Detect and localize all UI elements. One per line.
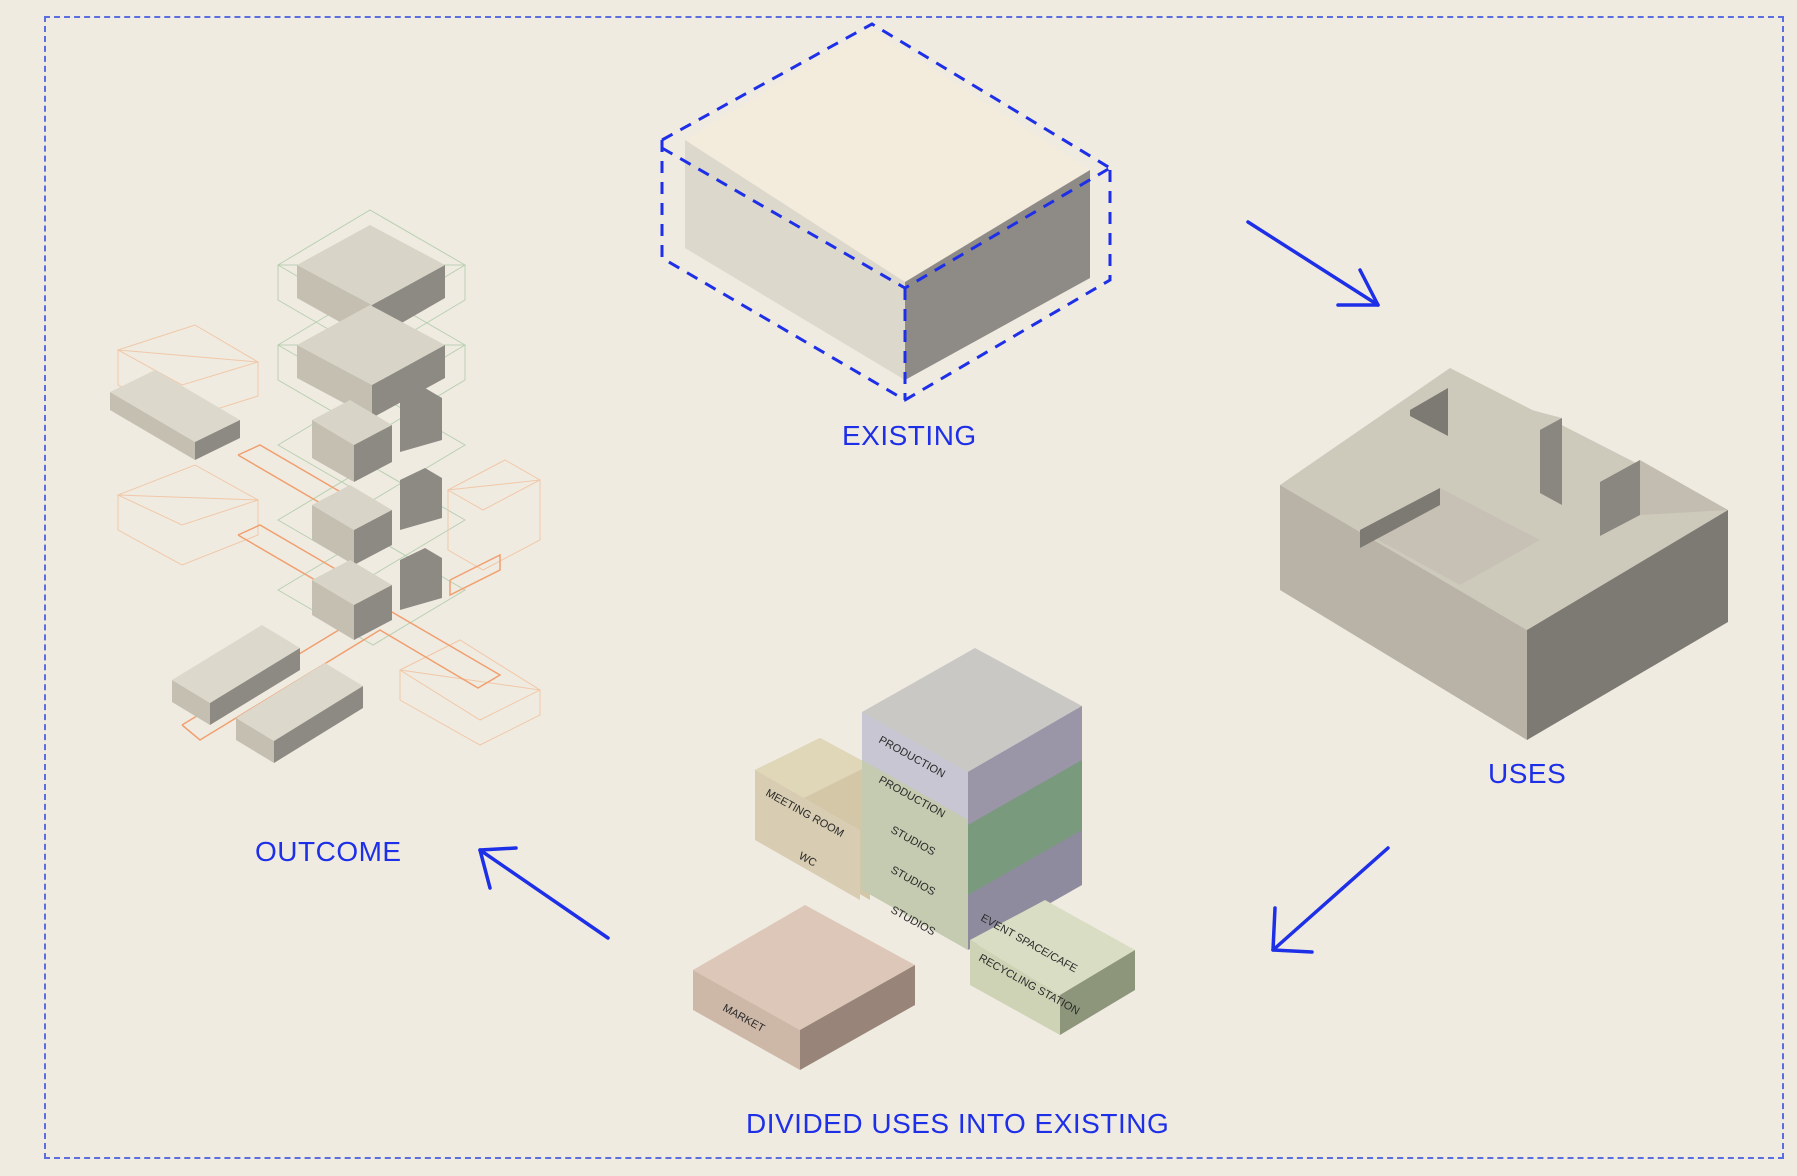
divided-uses-cluster: PRODUCTION PRODUCTION STUDIOS STUDIOS ST… [693, 648, 1135, 1070]
uses-block [1280, 368, 1728, 740]
arrow-divided-to-outcome-icon [478, 846, 610, 940]
caption-existing: EXISTING [842, 420, 977, 451]
dashed-frame [44, 16, 1784, 1159]
existing-block [660, 22, 1112, 402]
outcome-diagram [110, 209, 542, 763]
arrow-existing-to-uses-icon [1246, 220, 1380, 307]
caption-uses: USES [1488, 758, 1567, 789]
arrow-uses-to-divided-icon [1271, 846, 1390, 954]
caption-outcome: OUTCOME [255, 836, 402, 867]
caption-divided: DIVIDED USES INTO EXISTING [746, 1108, 1170, 1139]
